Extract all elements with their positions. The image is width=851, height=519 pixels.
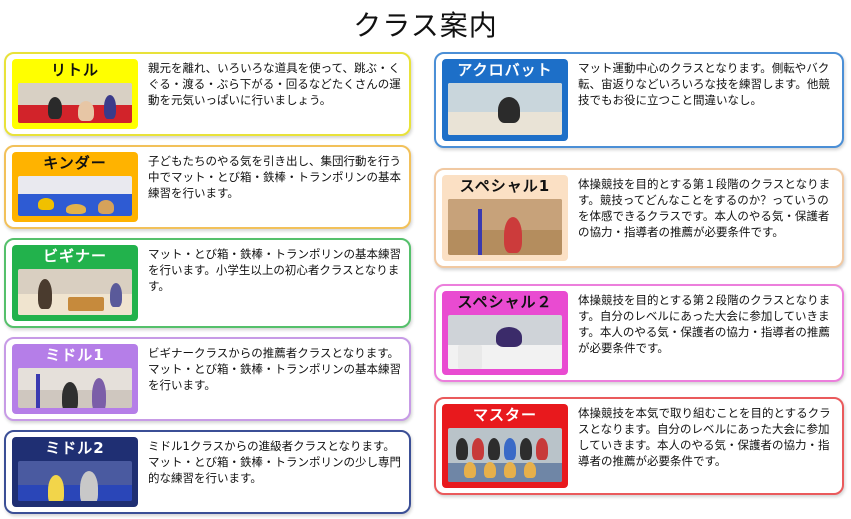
class-card-special1[interactable]: スペシャル1 体操競技を目的とする第１段階のクラスとなります。競技ってどんなこと… xyxy=(434,168,844,268)
class-description: 体操競技を目的とする第２段階のクラスとなります。自分のレベルにあった大会に参加し… xyxy=(578,293,831,355)
class-photo xyxy=(18,461,132,501)
class-card-special2[interactable]: スペシャル２ 体操競技を目的とする第２段階のクラスとなります。自分のレベルにあっ… xyxy=(434,284,844,382)
class-description: 体操競技を本気で取り組むことを目的とするクラスとなります。自分のレベルにあった大… xyxy=(578,406,831,468)
class-card-little[interactable]: リトル 親元を離れ、いろいろな道具を使って、跳ぶ・くぐる・渡る・ぶら下がる・回る… xyxy=(4,52,411,136)
class-card-kinder[interactable]: キンダー 子どもたちのやる気を引き出し、集団行動を行う中でマット・とび箱・鉄棒・… xyxy=(4,145,411,229)
class-name: リトル xyxy=(50,61,99,79)
class-name: キンダー xyxy=(43,154,107,172)
class-name: ミドル2 xyxy=(45,439,105,457)
class-label-panel: ビギナー xyxy=(12,245,138,321)
class-photo xyxy=(18,269,132,315)
class-label-panel: アクロバット xyxy=(442,59,568,141)
class-photo xyxy=(18,83,132,123)
class-description: 体操競技を目的とする第１段階のクラスとなります。競技ってどんなことをするのか？っ… xyxy=(578,177,831,239)
class-name: アクロバット xyxy=(457,61,553,79)
class-description: ミドル1クラスからの進級者クラスとなります。マット・とび箱・鉄棒・トランポリンの… xyxy=(148,439,401,485)
class-name: スペシャル1 xyxy=(459,177,551,195)
class-label-panel: ミドル1 xyxy=(12,344,138,414)
class-photo xyxy=(18,368,132,408)
class-label-panel: ミドル2 xyxy=(12,437,138,507)
class-name: ビギナー xyxy=(42,247,107,265)
class-card-acro[interactable]: アクロバット マット運動中心のクラスとなります。側転やバク転、宙返りなどいろいろ… xyxy=(434,52,844,148)
class-card-middle2[interactable]: ミドル2 ミドル1クラスからの進級者クラスとなります。マット・とび箱・鉄棒・トラ… xyxy=(4,430,411,514)
class-description: ビギナークラスからの推薦者クラスとなります。マット・とび箱・鉄棒・トランポリンの… xyxy=(148,346,401,392)
class-label-panel: キンダー xyxy=(12,152,138,222)
class-photo xyxy=(448,428,562,482)
class-label-panel: マスター xyxy=(442,404,568,488)
class-name: ミドル1 xyxy=(45,346,105,364)
class-name: マスター xyxy=(472,406,537,424)
page-title: クラス案内 xyxy=(353,9,498,42)
class-card-middle1[interactable]: ミドル1 ビギナークラスからの推薦者クラスとなります。マット・とび箱・鉄棒・トラ… xyxy=(4,337,411,421)
class-description: 親元を離れ、いろいろな道具を使って、跳ぶ・くぐる・渡る・ぶら下がる・回るなどたく… xyxy=(148,61,401,107)
class-description: マット運動中心のクラスとなります。側転やバク転、宙返りなどいろいろな技を練習しま… xyxy=(578,61,830,107)
class-label-panel: スペシャル1 xyxy=(442,175,568,261)
class-photo xyxy=(18,176,132,216)
class-card-beginner[interactable]: ビギナー マット・とび箱・鉄棒・トランポリンの基本練習を行います。小学生以上の初… xyxy=(4,238,411,328)
class-photo xyxy=(448,83,562,135)
class-label-panel: リトル xyxy=(12,59,138,129)
class-photo xyxy=(448,315,562,369)
class-label-panel: スペシャル２ xyxy=(442,291,568,375)
class-description: 子どもたちのやる気を引き出し、集団行動を行う中でマット・とび箱・鉄棒・トランポリ… xyxy=(148,154,401,200)
class-card-master[interactable]: マスター 体操競技を本気で取り組むことを目的とするクラスとなります。自分のレベル… xyxy=(434,397,844,495)
class-description: マット・とび箱・鉄棒・トランポリンの基本練習を行います。小学生以上の初心者クラス… xyxy=(148,247,401,293)
class-photo xyxy=(448,199,562,255)
class-name: スペシャル２ xyxy=(457,293,553,311)
